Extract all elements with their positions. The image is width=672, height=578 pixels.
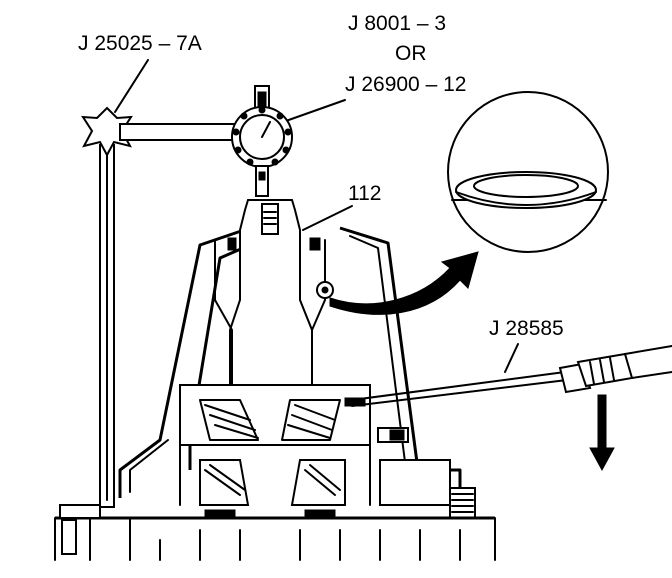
lever-tool-j28585: [351, 345, 672, 407]
dial-indicator: [231, 85, 293, 197]
label-j28585: J 28585: [489, 317, 564, 340]
curved-arrow-icon: [329, 251, 479, 315]
label-j25025-7a: J 25025 – 7A: [78, 32, 202, 55]
label-or: OR: [395, 42, 427, 65]
label-j26900-12: J 26900 – 12: [345, 73, 466, 96]
leader-lines: [114, 59, 519, 373]
label-112: 112: [348, 182, 381, 205]
label-j8001-3: J 8001 – 3: [348, 12, 446, 35]
down-arrow-icon: [589, 394, 615, 472]
inset-magnifier: [447, 91, 609, 253]
star-knob: [81, 106, 133, 158]
fixture-post: [81, 106, 239, 508]
transmission-housing: [54, 199, 496, 561]
